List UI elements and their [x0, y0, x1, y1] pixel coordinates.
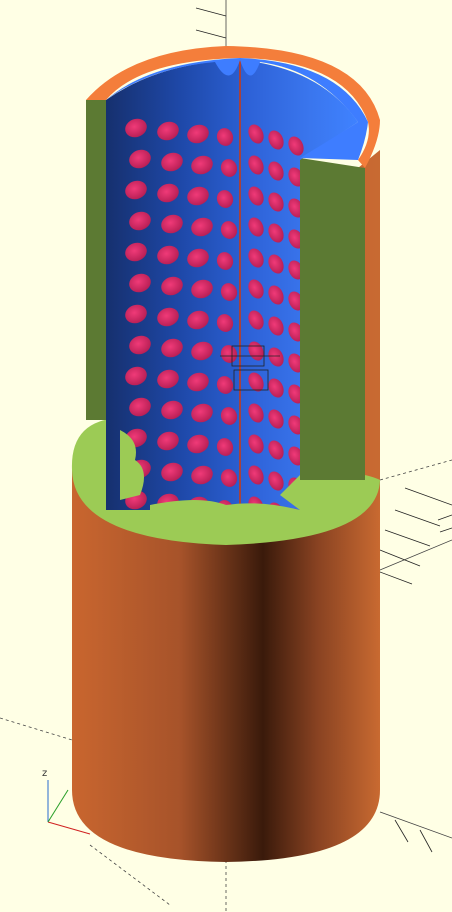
dimple: [129, 273, 151, 293]
dimple: [220, 159, 238, 177]
dimple: [220, 221, 238, 239]
dimple: [268, 347, 284, 367]
dimple: [268, 161, 284, 181]
dimple: [248, 155, 264, 175]
dimple: [248, 434, 264, 454]
dimple: [288, 229, 304, 249]
dimple: [191, 403, 213, 423]
dimple: [288, 136, 304, 156]
dimple: [248, 310, 264, 330]
dimple: [220, 283, 238, 301]
dimple: [248, 248, 264, 268]
dimple: [268, 192, 284, 212]
dimple: [129, 335, 151, 355]
dimple: [161, 462, 183, 482]
dimple: [216, 190, 234, 208]
dimple: [268, 223, 284, 243]
dimple: [216, 128, 234, 146]
dimple: [161, 400, 183, 420]
dimple: [268, 254, 284, 274]
dimple: [191, 155, 213, 175]
top-rim: [86, 46, 380, 168]
dimple: [161, 276, 183, 296]
dimple: [268, 378, 284, 398]
dimple: [288, 415, 304, 435]
dimple: [268, 285, 284, 305]
dimple: [157, 307, 179, 327]
dimple: [157, 369, 179, 389]
dimple: [191, 217, 213, 237]
cut-edge-fragments: [120, 430, 300, 530]
left-section-cut: [86, 100, 106, 420]
dimple: [125, 366, 147, 386]
dimple: [288, 384, 304, 404]
dimple-pattern: [125, 118, 304, 510]
dimple: [268, 471, 284, 491]
dimple: [248, 279, 264, 299]
dimple: [288, 353, 304, 373]
dimple: [129, 211, 151, 231]
dimple: [268, 316, 284, 336]
dimple: [268, 440, 284, 460]
dimple: [125, 180, 147, 200]
dimple: [216, 314, 234, 332]
dimple: [161, 152, 183, 172]
dimple: [248, 124, 264, 144]
dimple: [161, 214, 183, 234]
dimple: [288, 260, 304, 280]
dimple: [187, 310, 209, 330]
dimple: [216, 252, 234, 270]
dimple: [216, 376, 234, 394]
dimple: [191, 279, 213, 299]
dimple: [288, 198, 304, 218]
dimple: [288, 167, 304, 187]
dimple: [157, 183, 179, 203]
dimple: [187, 372, 209, 392]
dimple: [248, 217, 264, 237]
dimple: [288, 291, 304, 311]
dimple: [129, 397, 151, 417]
dimple: [248, 465, 264, 485]
dimple: [187, 434, 209, 454]
dimple: [157, 121, 179, 141]
dimple: [125, 242, 147, 262]
dimple: [161, 338, 183, 358]
dimple: [220, 469, 238, 487]
dimple: [157, 431, 179, 451]
dimple: [220, 407, 238, 425]
dimple: [288, 322, 304, 342]
dimple: [157, 245, 179, 265]
axis-indicator: z: [42, 768, 91, 835]
dimple: [268, 409, 284, 429]
dimple: [220, 345, 238, 363]
dimple: [191, 341, 213, 361]
dimple: [216, 438, 234, 456]
origin-marker: [220, 345, 280, 391]
dimple: [191, 465, 213, 485]
dimple: [248, 186, 264, 206]
dimple: [288, 446, 304, 466]
axis-z-label: z: [42, 768, 47, 779]
dimple: [129, 149, 151, 169]
dimple: [125, 304, 147, 324]
lower-cylinder: [72, 470, 380, 862]
dimple: [248, 372, 264, 392]
dimple: [187, 124, 209, 144]
dimple: [248, 403, 264, 423]
dimple: [125, 118, 147, 138]
dimple: [187, 186, 209, 206]
dimple: [268, 130, 284, 150]
axis-ticks-right: [379, 487, 452, 853]
right-section-cut: [300, 158, 365, 480]
dimple: [187, 248, 209, 268]
